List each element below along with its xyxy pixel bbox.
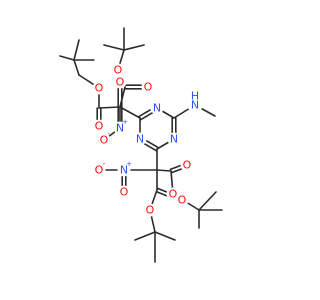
oxygen-atom-e3O-bg: [180, 158, 194, 172]
nitrogen-atom-rN3-bg: [133, 132, 147, 146]
nitrogen-atom-rN2-bg: [167, 132, 181, 146]
oxygen-atom-n2O2-label: O: [120, 186, 129, 199]
nitrogen-atom-n2-charge-plus: +: [126, 160, 132, 168]
single-bond-t1-t1a: [59, 55, 75, 61]
oxygen-atom-n1O2-bg: [113, 75, 127, 89]
oxygen-atom-n1O2-label: O: [116, 76, 125, 89]
oxygen-atom-e1O-label: O: [95, 120, 104, 133]
oxygen-atom-e1O-bg: [92, 119, 106, 133]
nitrogen-atom-rN1-label: N: [153, 102, 161, 115]
single-bond-e3Ct-t3c: [198, 191, 217, 211]
oxygen-atom-e1Os-bg: [92, 81, 106, 95]
oxygen-atom-n2O2-bg: [117, 185, 131, 199]
single-bond-rC1-q1: [119, 106, 141, 119]
nitrogen-atom-rN2-label: N: [170, 133, 178, 146]
oxygen-atom-e4Os-bg: [143, 203, 157, 217]
oxygen-atom-n2O1-bg: [92, 163, 106, 177]
nitrogen-atom-nh-label: N: [191, 99, 199, 112]
oxygen-atom-e3Os-label: O: [169, 188, 178, 201]
nitrogen-atom-n1-bg: [113, 121, 127, 135]
oxygen-atom-e4O-label: O: [178, 194, 187, 207]
nitrogen-atom-nh-bg: [187, 97, 203, 113]
oxygen-atom-n1O1-label: O: [100, 134, 109, 147]
nitrogen-atom-rN3-label: N: [136, 133, 144, 146]
single-bond-e1Ct-t1: [73, 59, 80, 76]
nitrogen-atom-n2-label: N: [120, 164, 128, 177]
nitrogen-atom-rN1-bg: [150, 101, 164, 115]
nh-hydrogen-label: H: [191, 90, 199, 103]
single-bond-e4Ct-t4c: [154, 231, 176, 241]
single-bond-q1-e1C: [98, 106, 121, 109]
oxygen-atom-n2O1-label: O: [95, 164, 104, 177]
oxygen-atom-e4O-bg: [175, 193, 189, 207]
nitrogen-atom-n2-bg: [117, 163, 131, 177]
single-bond-e4Ct-t4a: [134, 231, 156, 241]
oxygen-atom-e2O-label: O: [144, 81, 153, 94]
single-bond-e2Ct-t2c: [123, 44, 145, 51]
single-bond-q2-e3C: [156, 169, 172, 172]
oxygen-atom-n2O1-charge-minus: -: [103, 160, 106, 168]
oxygen-atom-e3O-label: O: [183, 159, 192, 172]
single-bond-t1-t1b: [73, 39, 80, 61]
oxygen-atom-e2Os-bg: [111, 63, 125, 77]
oxygen-atom-e1Os-label: O: [95, 82, 104, 95]
nitrogen-atom-n1-label: N: [116, 122, 124, 135]
oxygen-atom-n1O1-bg: [97, 133, 111, 147]
oxygen-atom-e4Os-label: O: [146, 204, 155, 217]
oxygen-atom-n1O1-charge-minus: -: [108, 130, 111, 138]
nitrogen-atom-n1-charge-plus: +: [122, 118, 128, 126]
oxygen-atom-e2Os-label: O: [114, 64, 123, 77]
single-bond-e2Ct-t2a: [103, 44, 125, 51]
oxygen-atom-e2O-bg: [141, 80, 155, 94]
single-bond-q1-e2C: [119, 86, 126, 108]
